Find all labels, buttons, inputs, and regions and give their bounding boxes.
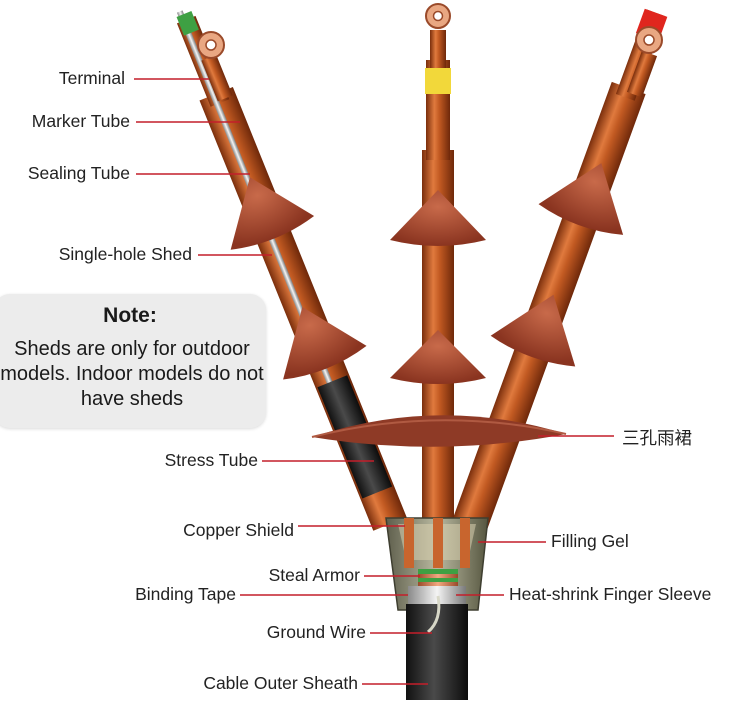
label-single-hole-shed: Single-hole Shed (58, 244, 192, 264)
label-stress-tube: Stress Tube (164, 450, 258, 470)
label-finger-sleeve: Heat-shrink Finger Sleeve (509, 584, 712, 604)
note-box: Note: Sheds are only for outdoor models.… (0, 294, 266, 428)
label-filling-gel: Filling Gel (551, 531, 629, 551)
left-terminal-lug (197, 31, 233, 102)
label-binding-tape: Binding Tape (135, 584, 236, 604)
leader-lines (134, 78, 614, 685)
marker-tube-green (176, 11, 199, 36)
middle-shed-lower (390, 330, 486, 384)
marker-tube-yellow (425, 68, 451, 94)
right-phase (453, 8, 668, 531)
right-shed-lower (490, 294, 576, 367)
middle-shed-upper (390, 190, 486, 246)
label-marker-tube: Marker Tube (31, 111, 130, 131)
middle-phase (390, 3, 486, 530)
label-steal-armor: Steal Armor (268, 565, 360, 585)
left-shed-upper (230, 177, 315, 250)
label-copper-shield: Copper Shield (183, 520, 294, 540)
steal-armor-rings (418, 569, 458, 586)
binding-tape-shape (408, 586, 466, 604)
right-terminal-lug (626, 26, 663, 98)
label-sealing-tube: Sealing Tube (27, 163, 130, 183)
note-body: Sheds are only for outdoor models. Indoo… (0, 338, 264, 410)
ground-wire-shape (426, 595, 441, 634)
note-title: Note: (103, 304, 157, 327)
right-shed-upper (538, 163, 624, 235)
label-terminal: Terminal (58, 68, 125, 88)
left-shed-lower (283, 307, 367, 380)
label-cable-outer-sheath: Cable Outer Sheath (203, 673, 358, 693)
label-three-hole-shed: 三孔雨裙 (622, 428, 692, 448)
label-ground-wire: Ground Wire (266, 622, 366, 642)
